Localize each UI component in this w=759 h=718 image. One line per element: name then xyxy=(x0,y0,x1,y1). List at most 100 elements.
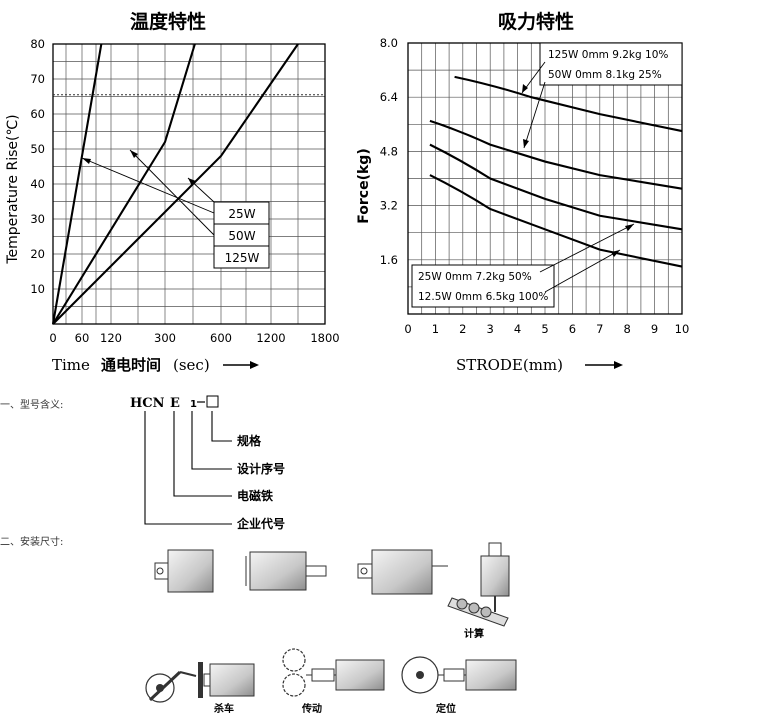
solenoid-body-4 xyxy=(480,555,510,597)
force-series-line xyxy=(454,75,683,133)
temp-legend-125w: 125W xyxy=(225,251,260,265)
model-code-box xyxy=(206,395,219,408)
temp-y-tick-label: 50 xyxy=(30,142,45,156)
solenoid-body-5 xyxy=(209,663,255,697)
force-legend-25w: 25W 0mm 7.2kg 50% xyxy=(418,271,532,283)
brake-wheel xyxy=(145,673,175,703)
installation-section: 二、安装尺寸: 计算 xyxy=(0,535,517,715)
install-heading: 二、安装尺寸: xyxy=(0,535,63,548)
temp-x-ticks: 0 60 120 300 600 1200 1800 xyxy=(49,331,339,345)
temp-pointer-125w-head xyxy=(188,178,196,186)
solenoid-body-6 xyxy=(335,659,385,691)
position-hub xyxy=(416,671,424,679)
temp-y-ticks: 10 20 30 40 50 60 70 80 xyxy=(30,37,45,296)
force-x-axis-label: STRODE(mm) xyxy=(456,356,623,374)
temp-x-tick-label: 1800 xyxy=(310,331,339,345)
temp-y-tick-label: 10 xyxy=(30,282,45,296)
force-y-tick-label: 8.0 xyxy=(380,36,398,50)
force-x-tick-label: 6 xyxy=(569,322,576,336)
plunger-3 xyxy=(357,563,373,579)
force-x-tick-label: 8 xyxy=(624,322,631,336)
temp-x-tick-label: 600 xyxy=(210,331,232,345)
force-y-tick-label: 1.6 xyxy=(380,253,398,267)
force-pointer-25w-head xyxy=(625,224,634,231)
caption-drive: 传动 xyxy=(301,702,322,714)
force-pointer-50w xyxy=(523,81,546,149)
force-pointer-12-5w xyxy=(544,249,621,293)
temp-y-tick-label: 20 xyxy=(30,247,45,261)
force-x-tick-label: 5 xyxy=(541,322,548,336)
model-heading: 一、型号含义: xyxy=(0,398,63,411)
temp-y-tick-label: 80 xyxy=(30,37,45,51)
force-x-tick-label: 2 xyxy=(459,322,466,336)
force-pointer-25w xyxy=(539,223,635,273)
caption-positioning: 定位 xyxy=(436,702,456,714)
temp-chart-title: 温度特性 xyxy=(130,10,206,33)
force-x-tick-label: 10 xyxy=(675,322,690,336)
caption-counting: 计算 xyxy=(464,627,484,640)
brake-link xyxy=(179,671,197,677)
model-code-e: E xyxy=(170,396,180,411)
solenoid-body-2 xyxy=(249,551,307,591)
force-xlabel-text: STRODE(mm) xyxy=(456,356,563,374)
temp-y-axis-label: Temperature Rise(℃) xyxy=(5,114,21,264)
gear-b xyxy=(282,673,306,697)
install-diagram-drive: 传动 xyxy=(282,648,385,715)
temp-x-tick-label: 300 xyxy=(154,331,176,345)
temp-series-line xyxy=(51,43,103,325)
force-y-ticks: 1.63.24.86.48.0 xyxy=(380,36,398,267)
install-diagram-side xyxy=(154,549,214,593)
pin-1 xyxy=(156,567,164,575)
plunger-2 xyxy=(305,565,327,577)
spring-7 xyxy=(443,668,465,682)
force-xlabel-arrowhead xyxy=(614,361,623,369)
temp-legend: 25W 50W 125W xyxy=(81,149,270,269)
temp-y-tick-label: 30 xyxy=(30,212,45,226)
force-x-tick-label: 0 xyxy=(404,322,411,336)
install-diagram-brake: 杀车 xyxy=(145,662,255,715)
force-series-line xyxy=(429,119,683,190)
temp-legend-25w: 25W xyxy=(228,207,255,221)
force-x-tick-label: 3 xyxy=(487,322,494,336)
force-series-line xyxy=(429,143,683,231)
force-x-tick-label: 1 xyxy=(432,322,439,336)
temp-pointer-50w-head xyxy=(130,150,138,158)
ball-4c xyxy=(480,606,492,618)
temp-pointer-25w-head xyxy=(82,158,91,164)
temp-x-tick-label: 0 xyxy=(49,331,56,345)
pin-3 xyxy=(360,567,368,575)
force-y-tick-label: 6.4 xyxy=(380,90,398,104)
model-label-spec: 规格 xyxy=(237,433,262,448)
temp-x-tick-label: 1200 xyxy=(256,331,285,345)
force-legend-50w: 50W 0mm 8.1kg 25% xyxy=(548,69,662,81)
temp-y-tick-label: 70 xyxy=(30,72,45,86)
solenoid-body-3 xyxy=(371,549,433,595)
force-series-lines xyxy=(429,75,683,268)
temp-x-tick-label: 60 xyxy=(75,331,90,345)
force-pointer-125w-head xyxy=(522,84,528,93)
model-designation-section: 一、型号含义: HCN E 1 规格 设计序号 电磁铁 企业代号 xyxy=(0,395,285,531)
brake-plate xyxy=(198,662,203,698)
force-legend-12-5w: 12.5W 0mm 6.5kg 100% xyxy=(418,291,548,303)
force-legend-top-box xyxy=(539,42,683,86)
temp-x-tick-label: 120 xyxy=(100,331,122,345)
force-legend-top: 125W 0mm 9.2kg 10% 50W 0mm 8.1kg 25% xyxy=(521,42,683,149)
model-code-hcn: HCN xyxy=(130,396,165,411)
caption-brake: 杀车 xyxy=(214,702,234,714)
solenoid-body-1 xyxy=(167,549,214,593)
model-label-company-code: 企业代号 xyxy=(236,516,285,531)
force-y-axis-label: Force(kg) xyxy=(356,148,372,223)
ball-4b xyxy=(468,602,480,614)
temp-series-lines xyxy=(51,43,299,325)
force-x-tick-label: 7 xyxy=(596,322,603,336)
force-legend-bottom-box xyxy=(411,264,555,308)
temp-y-tick-label: 60 xyxy=(30,107,45,121)
temp-legend-50w: 50W xyxy=(228,229,255,243)
temp-y-tick-label: 40 xyxy=(30,177,45,191)
force-y-tick-label: 3.2 xyxy=(380,199,398,213)
temp-xlabel-cn: 通电时间 xyxy=(101,356,161,374)
temp-chart-grid xyxy=(53,44,325,324)
temp-series-line xyxy=(52,43,196,325)
